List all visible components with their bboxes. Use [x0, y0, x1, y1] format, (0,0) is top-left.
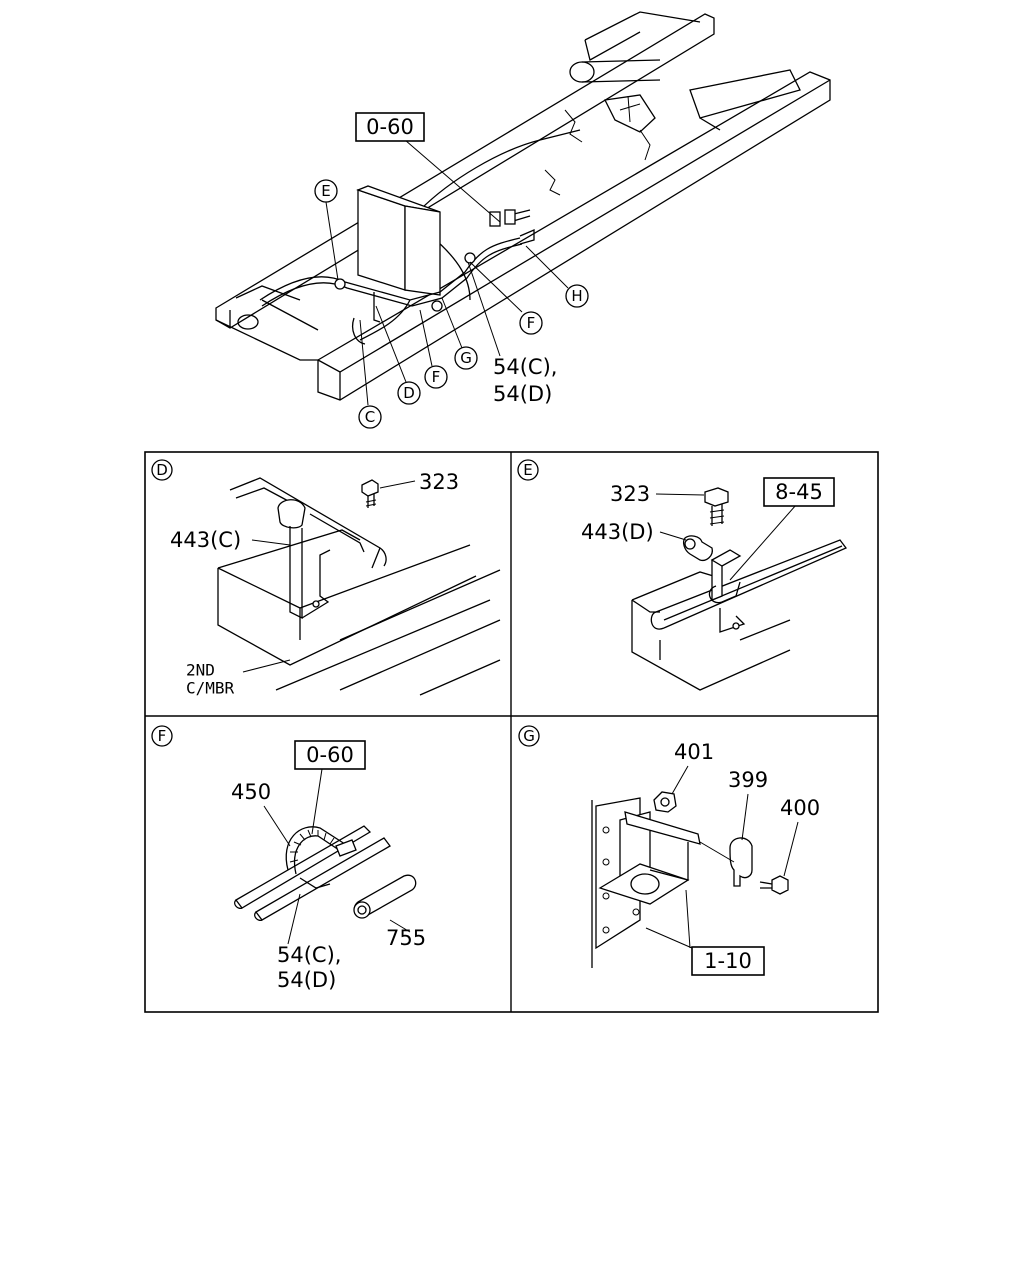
bolt-323-d — [361, 479, 379, 508]
label-450: 450 — [231, 780, 271, 804]
chassis-overview: 0-60 E C D F G F H 54(C), — [215, 11, 831, 429]
label-443d: 443(D) — [581, 520, 654, 544]
label-443c: 443(C) — [170, 528, 241, 552]
part-label-54d: 54(D) — [493, 382, 552, 406]
spacer-443d — [683, 535, 713, 562]
ref-box-1-10: 1-10 — [691, 946, 765, 976]
callout-f-lower: F — [424, 365, 448, 389]
label-323-d: 323 — [419, 470, 459, 494]
ref-box-0-60-f: 0-60 — [294, 740, 366, 770]
panel-e-marker: E — [517, 459, 539, 481]
ref-box-1-10-label: 1-10 — [704, 949, 752, 973]
bracket-g — [598, 811, 701, 916]
bolt-323-e — [704, 487, 729, 526]
battery-box — [356, 185, 441, 296]
panel-d-marker: D — [151, 459, 173, 481]
ref-box-0-60: 0-60 — [355, 112, 425, 142]
label-399: 399 — [728, 768, 768, 792]
part-label-54c: 54(C), — [493, 355, 557, 379]
callout-h: H — [565, 284, 589, 308]
detail-grid — [144, 451, 879, 1013]
callout-e-label: E — [321, 182, 330, 200]
callout-g: G — [454, 346, 478, 370]
tube-755 — [353, 874, 417, 919]
cross-member-rear — [215, 285, 319, 361]
callout-f-lower-label: F — [432, 368, 441, 386]
panel-f-marker-label: F — [158, 727, 167, 745]
cross-member-front — [569, 11, 801, 131]
panel-d-marker-label: D — [156, 461, 168, 479]
callout-g-label: G — [460, 349, 472, 367]
fuel-pipe-d — [229, 477, 387, 569]
ref-box-0-60-label: 0-60 — [366, 115, 414, 139]
ref-box-8-45-label: 8-45 — [775, 480, 823, 504]
clip-399 — [699, 837, 753, 887]
label-323-e: 323 — [610, 482, 650, 506]
band-450 — [285, 826, 357, 889]
frame-rail-right — [317, 71, 831, 401]
label-755: 755 — [386, 926, 426, 950]
clamp-8-45 — [708, 549, 746, 633]
label-54d-f: 54(D) — [277, 968, 336, 992]
ref-box-8-45: 8-45 — [763, 477, 835, 507]
overview-leader-lines — [325, 139, 569, 406]
panel-f: F 0-60 450 755 54(C), — [151, 725, 426, 992]
callout-d-label: D — [403, 384, 415, 402]
nut-401 — [653, 791, 677, 813]
callout-f-upper: F — [519, 311, 543, 335]
bolt-400 — [759, 875, 789, 895]
panel-g: G — [518, 725, 820, 976]
cross-member-2nd — [217, 529, 501, 696]
label-c-mbr: C/MBR — [186, 679, 235, 698]
panel-g-marker: G — [518, 725, 540, 747]
fuel-tank — [419, 94, 656, 301]
label-401: 401 — [674, 740, 714, 764]
label-2nd: 2ND — [186, 661, 215, 680]
panel-f-marker: F — [151, 725, 173, 747]
callout-f-upper-label: F — [527, 314, 536, 332]
bracket-443c — [277, 499, 331, 620]
fuel-pipe-e — [650, 539, 848, 630]
callout-d: D — [397, 381, 421, 405]
panel-e: E 323 — [517, 459, 848, 691]
label-400: 400 — [780, 796, 820, 820]
fuel-pipes-f — [234, 825, 391, 922]
label-54c-f: 54(C), — [277, 943, 341, 967]
callout-c-label: C — [365, 408, 375, 426]
panel-d: D 323 — [151, 459, 501, 698]
panel-e-marker-label: E — [523, 461, 532, 479]
ref-box-0-60-f-label: 0-60 — [306, 743, 354, 767]
panel-g-marker-label: G — [523, 727, 535, 745]
callout-e: E — [314, 179, 338, 203]
callout-h-label: H — [571, 287, 582, 305]
callout-c: C — [358, 405, 382, 429]
